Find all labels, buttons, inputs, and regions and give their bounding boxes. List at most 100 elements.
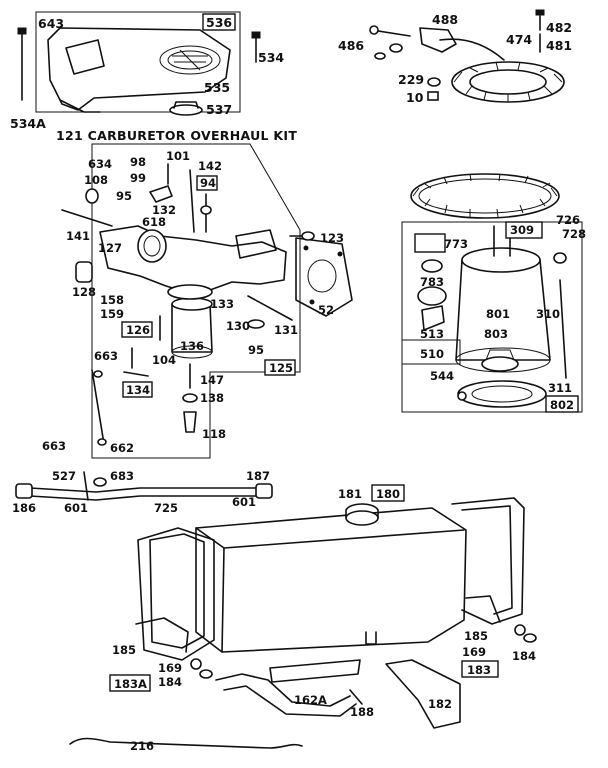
- label-147: 147: [200, 373, 224, 387]
- fuel-line-group: [15, 471, 273, 501]
- part-number-labels: 643 536 534 534A 535 537 488 482 486 474…: [10, 12, 586, 753]
- washer-229: [427, 77, 441, 87]
- label-311: 311: [548, 381, 572, 395]
- label-643: 643: [38, 16, 64, 31]
- box-309: [505, 221, 543, 239]
- fitting-186: [15, 483, 33, 499]
- label-181: 181: [338, 487, 362, 501]
- label-486: 486: [338, 38, 364, 53]
- label-618: 618: [142, 215, 166, 229]
- label-184-left: 184: [158, 675, 182, 689]
- label-488: 488: [432, 12, 458, 27]
- end-cap-311: [457, 380, 547, 408]
- label-510: 510: [420, 347, 444, 361]
- bracket-185-right: [465, 595, 501, 623]
- clamp-601-right: [255, 483, 273, 499]
- label-536: 536: [206, 15, 232, 30]
- label-130: 130: [226, 319, 250, 333]
- label-803: 803: [484, 327, 508, 341]
- label-162a: 162A: [294, 693, 327, 707]
- fuel-line-725: [29, 487, 261, 493]
- label-158: 158: [100, 293, 124, 307]
- label-783: 783: [420, 275, 444, 289]
- intake-tube: [235, 229, 277, 259]
- clamp-527: [83, 471, 89, 501]
- box-180: [371, 484, 405, 502]
- box-125: [264, 359, 296, 376]
- gear-783: [421, 259, 443, 273]
- label-474: 474: [506, 32, 532, 47]
- screw-131: [247, 295, 293, 321]
- label-482: 482: [546, 20, 572, 35]
- label-216: 216: [130, 739, 154, 753]
- carburetor-kit-title: 121 CARBURETOR OVERHAUL KIT: [56, 128, 297, 143]
- label-138: 138: [200, 391, 224, 405]
- stator-lead-wire: [439, 38, 505, 61]
- label-683: 683: [110, 469, 134, 483]
- washer-138: [182, 393, 198, 403]
- label-131: 131: [274, 323, 298, 337]
- box-802: [545, 395, 579, 413]
- box-126: [121, 321, 153, 338]
- label-123: 123: [320, 231, 344, 245]
- label-125: 125: [269, 361, 293, 375]
- gasket-52: [295, 237, 353, 317]
- welch-plug-128: [75, 261, 93, 283]
- box-536: [202, 13, 236, 31]
- label-127: 127: [98, 241, 122, 255]
- carburetor-kit-outline: [91, 143, 301, 459]
- label-185-left: 185: [112, 643, 136, 657]
- air-cleaner-group: [17, 11, 261, 116]
- carburetor-body: [99, 225, 287, 293]
- label-537: 537: [206, 102, 232, 117]
- label-184-right: 184: [512, 649, 536, 663]
- air-filter-element: [159, 45, 221, 75]
- fuel-outlet-fitting: [365, 631, 377, 645]
- fuel-tank-body: [195, 507, 467, 653]
- box-134: [122, 381, 153, 398]
- label-159: 159: [100, 307, 124, 321]
- bowl-nut-118: [183, 411, 197, 433]
- ring-gear-726: [410, 173, 560, 219]
- label-99: 99: [130, 171, 146, 185]
- bracket-185-left: [135, 617, 189, 653]
- spring-513: [421, 305, 445, 331]
- box-183a: [109, 674, 151, 692]
- label-481: 481: [546, 38, 572, 53]
- starter-group: [401, 173, 583, 413]
- label-527: 527: [52, 469, 76, 483]
- float-133: [167, 284, 213, 300]
- label-141: 141: [66, 229, 90, 243]
- label-133: 133: [210, 297, 234, 311]
- tank-strap-right: [451, 497, 525, 625]
- label-104: 104: [152, 353, 176, 367]
- label-183: 183: [467, 663, 491, 677]
- choke-lever-132: [149, 185, 173, 203]
- label-94: 94: [200, 176, 216, 190]
- carburetor-group: [61, 143, 353, 459]
- box-183: [461, 660, 499, 678]
- label-728: 728: [562, 227, 586, 241]
- label-185-right: 185: [464, 629, 488, 643]
- fuel-cap-181: [345, 510, 379, 526]
- needle-valve-142: [189, 169, 195, 233]
- rod-216: [69, 737, 303, 749]
- label-310: 310: [536, 307, 560, 321]
- label-513: 513: [420, 327, 444, 341]
- label-10: 10: [406, 90, 424, 105]
- bolt-188: [349, 689, 363, 705]
- label-188: 188: [350, 705, 374, 719]
- label-534a: 534A: [10, 116, 46, 131]
- bracket-182: [385, 659, 461, 729]
- brush-assembly-544: [481, 356, 519, 372]
- label-535: 535: [204, 80, 230, 95]
- label-663-top: 663: [94, 349, 118, 363]
- label-725: 725: [154, 501, 178, 515]
- label-118: 118: [202, 427, 226, 441]
- label-169-left: 169: [158, 661, 182, 675]
- label-136: 136: [180, 339, 204, 353]
- label-601-left: 601: [64, 501, 88, 515]
- label-183a: 183A: [114, 677, 147, 691]
- label-101: 101: [166, 149, 190, 163]
